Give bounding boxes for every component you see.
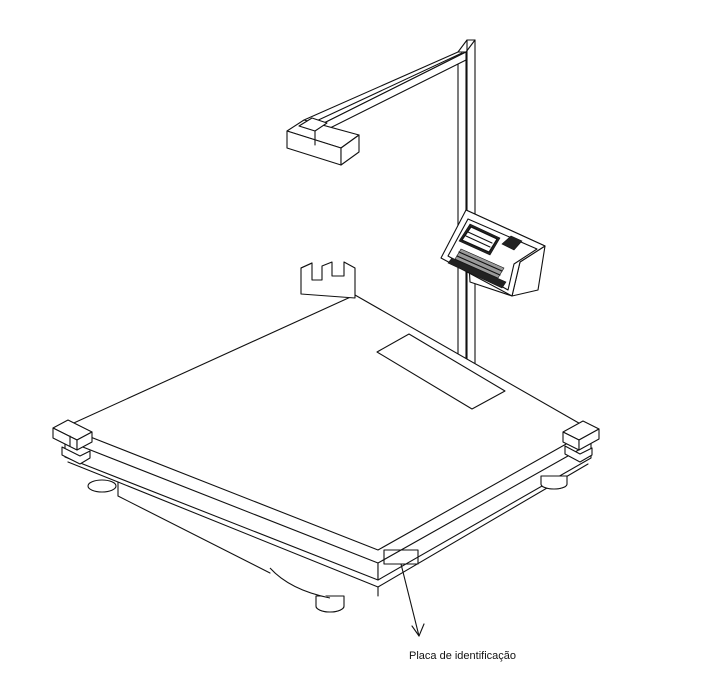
overhead-head-unit — [286, 117, 360, 166]
corner-bracket-right — [562, 420, 600, 463]
column-arm — [303, 51, 467, 134]
column-post — [457, 39, 476, 371]
identification-plate-label: Placa de identificação — [409, 650, 517, 662]
identification-plate-callout — [383, 549, 425, 637]
corner-bracket-left — [52, 419, 93, 465]
indicator-terminal — [440, 209, 546, 297]
back-guard-bracket — [300, 261, 356, 299]
platform-frame — [64, 439, 592, 613]
platform-deck — [64, 294, 592, 551]
